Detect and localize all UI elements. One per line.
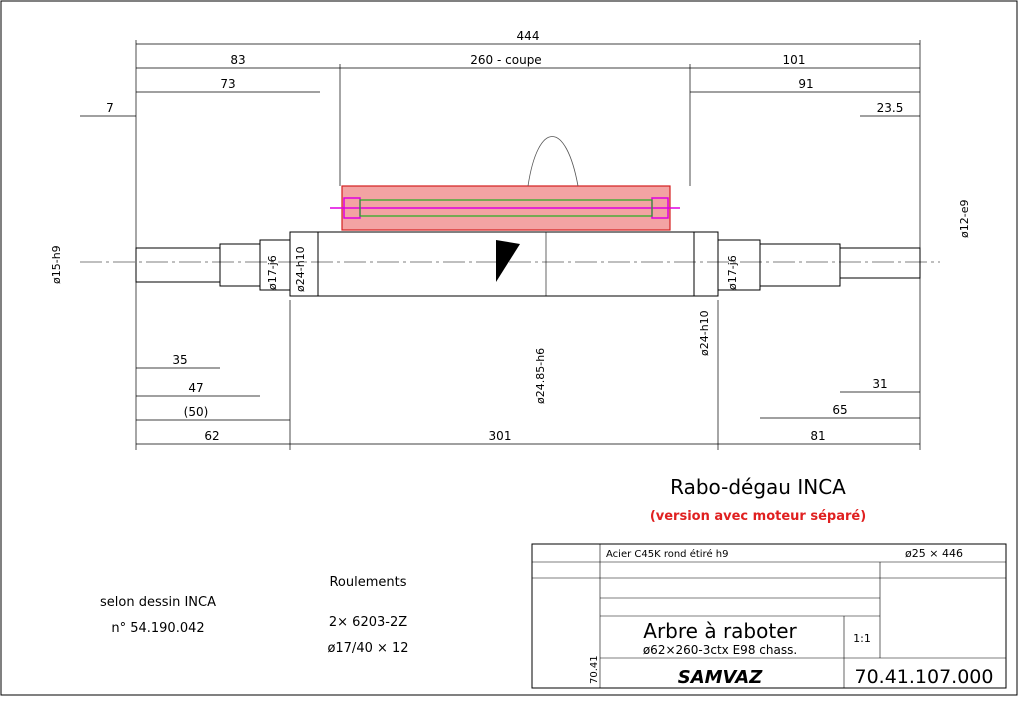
title-sub: (version avec moteur séparé) (650, 509, 866, 524)
dim-left-83: 83 (230, 53, 245, 67)
dim-left-35: 35 (172, 353, 187, 367)
dim-left-47: 47 (188, 381, 203, 395)
dimension-lines (80, 40, 921, 450)
dim-right-65: 65 (832, 403, 847, 417)
label-d-body-right: ø24-h10 (698, 310, 711, 356)
blade-wedge (496, 240, 520, 282)
dim-right-31: 31 (872, 377, 887, 391)
dim-center-301: 301 (489, 429, 512, 443)
title-scale: 1:1 (853, 632, 871, 645)
dim-left-7: 7 (106, 101, 114, 115)
title-part-spec: ø62×260-3ctx E98 chass. (643, 643, 797, 657)
shaft-outline (80, 231, 940, 297)
label-d-left-end: ø15-h9 (50, 245, 63, 284)
coupe-area (330, 136, 680, 282)
title-block-frame (531, 543, 1007, 689)
title-ref-small: 70.41 (589, 655, 600, 684)
reference-line-1: selon dessin INCA (100, 595, 216, 610)
dim-right-91: 91 (798, 77, 813, 91)
bearings-title: Roulements (329, 575, 406, 590)
bearings-line-1: 2× 6203-2Z (329, 615, 407, 630)
dim-left-73: 73 (220, 77, 235, 91)
label-d-bearing-right: ø17-j6 (726, 255, 739, 290)
title-part-number: 70.41.107.000 (854, 666, 993, 688)
dim-right-101: 101 (783, 53, 806, 67)
bearings-line-2: ø17/40 × 12 (327, 641, 408, 656)
dim-overall: 444 (517, 29, 540, 43)
reference-line-2: n° 54.190.042 (111, 621, 204, 636)
label-d-bearing-left: ø17-j6 (266, 255, 279, 290)
dimension-texts: 444 83 260 - coupe 101 73 91 7 23.5 35 3… (106, 29, 903, 443)
label-d-center: ø24.85-h6 (534, 348, 547, 404)
blade-arc (527, 136, 579, 187)
label-d-right-end: ø12-e9 (958, 200, 971, 238)
drawing-title: Rabo-dégau INCA (version avec moteur sép… (650, 475, 866, 524)
title-block: Acier C45K rond étiré h9 ø25 × 446 Arbre… (531, 543, 1007, 689)
title-part-name: Arbre à raboter (643, 619, 797, 643)
bearing-notes: Roulements 2× 6203-2Z ø17/40 × 12 selon … (100, 575, 409, 656)
dim-right-81: 81 (810, 429, 825, 443)
title-raw-size: ø25 × 446 (905, 547, 963, 560)
label-d-body-left: ø24-h10 (294, 246, 307, 292)
dim-left-62: 62 (204, 429, 219, 443)
title-main: Rabo-dégau INCA (670, 475, 846, 499)
title-material: Acier C45K rond étiré h9 (606, 548, 728, 560)
dim-coupe: 260 - coupe (470, 53, 541, 67)
shaft-diameter-labels: ø15-h9 ø12-e9 ø17-j6 ø17-j6 ø24-h10 ø24-… (50, 200, 971, 404)
coupe-green-inner (359, 199, 653, 217)
dim-left-50: (50) (184, 405, 209, 419)
dim-right-23-5: 23.5 (877, 101, 904, 115)
title-brand: SAMVAZ (678, 667, 763, 688)
